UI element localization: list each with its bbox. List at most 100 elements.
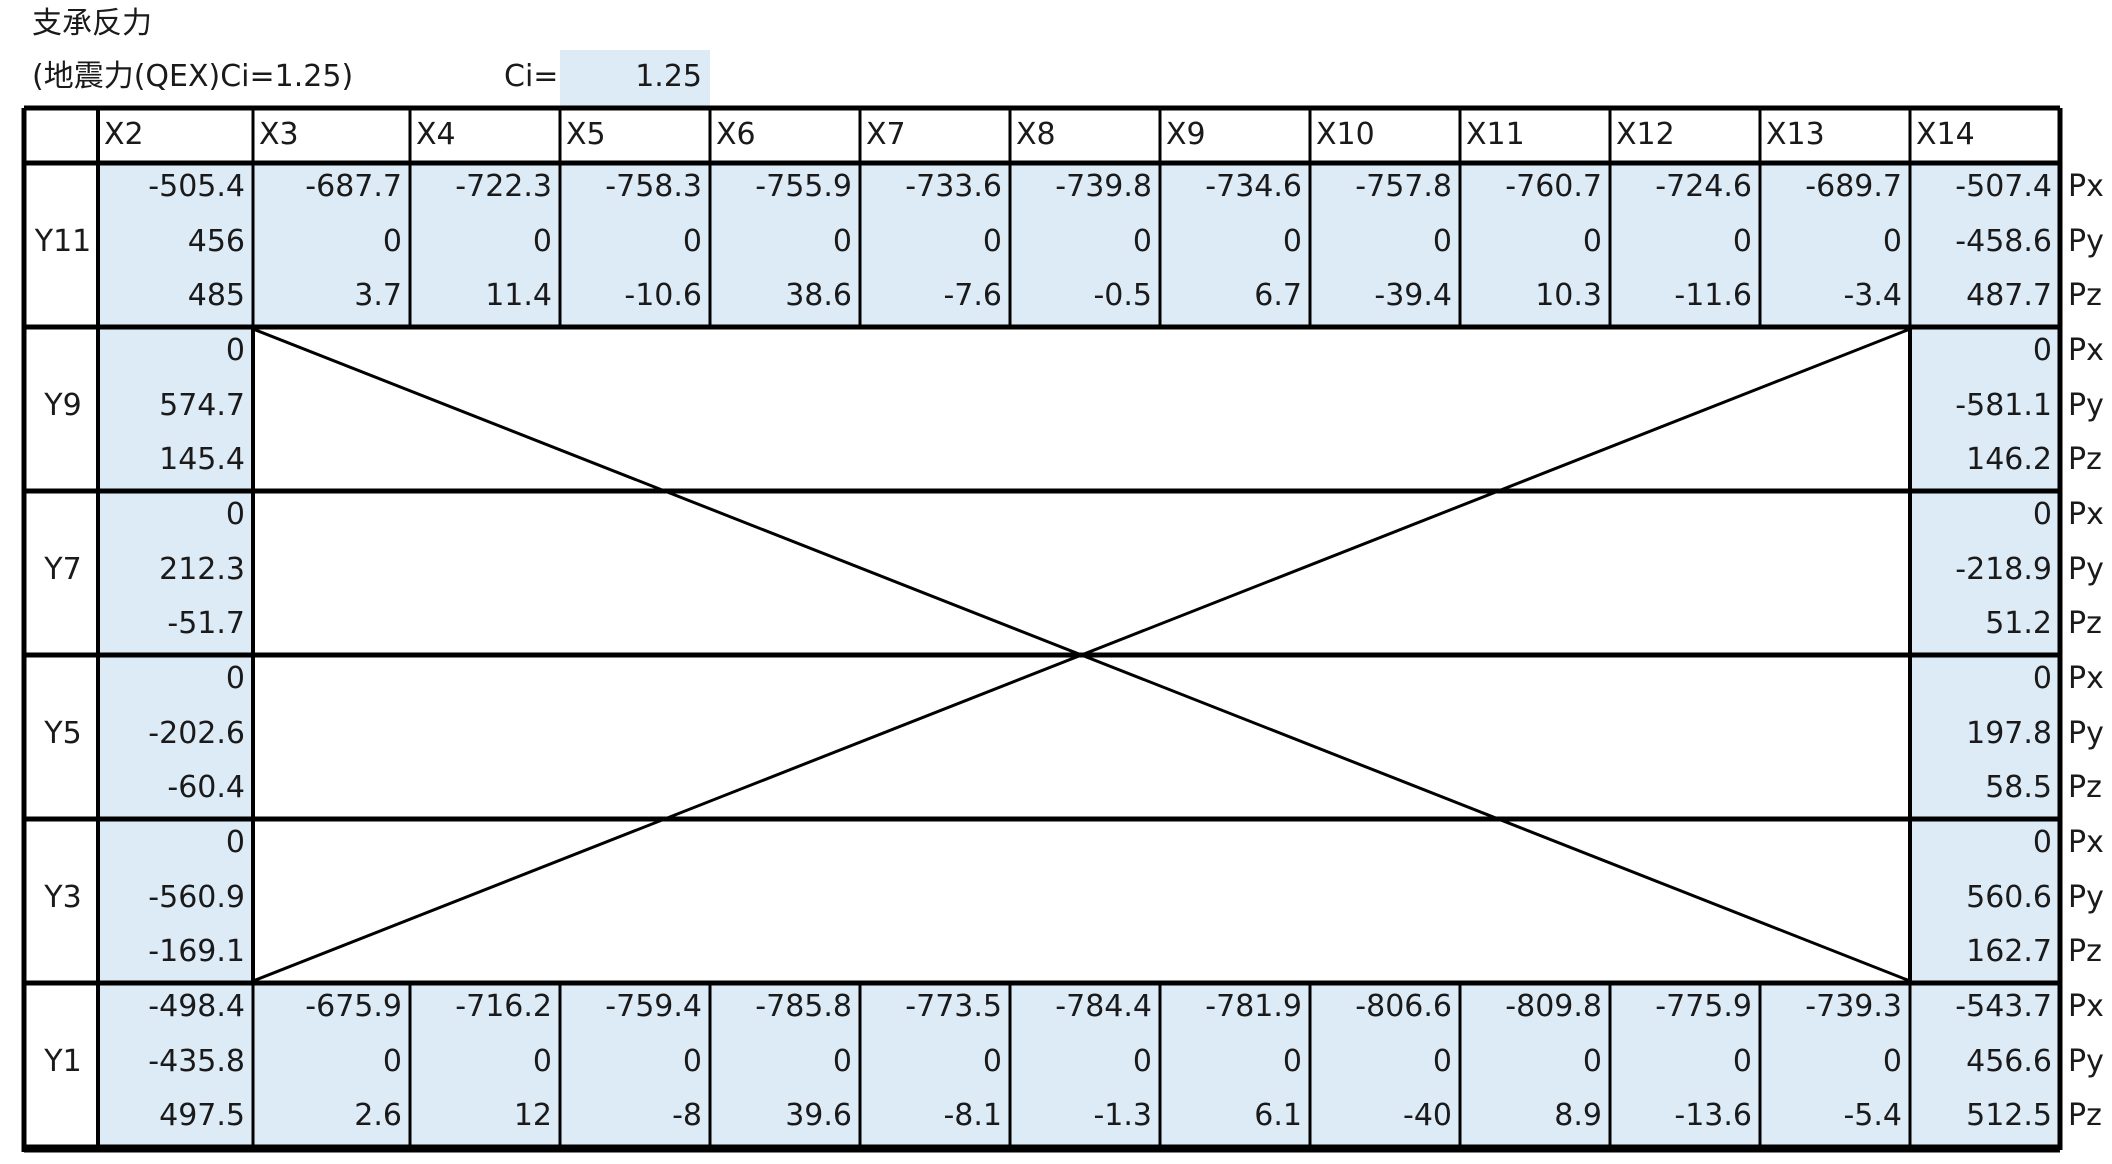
reaction-cell: -13.6: [1674, 1098, 1752, 1134]
reaction-cell: -757.8: [1355, 169, 1452, 204]
reaction-cell: 0: [225, 825, 245, 860]
reaction-cell: -755.9: [755, 169, 852, 204]
reaction-cell: -51.7: [167, 606, 245, 642]
unit-label-px: Px: [2068, 825, 2104, 860]
reaction-cell: -733.6: [905, 169, 1002, 204]
reaction-cell: 0: [1882, 1043, 1902, 1079]
reaction-cell: 12: [513, 1098, 552, 1134]
reaction-cell: -5.4: [1843, 1098, 1902, 1134]
reaction-cell: 38.6: [785, 278, 852, 314]
unit-label-px: Px: [2068, 497, 2104, 532]
reaction-cell: -11.6: [1674, 278, 1752, 314]
reaction-cell: -498.4: [148, 989, 245, 1024]
unit-label-pz: Pz: [2068, 770, 2102, 806]
ci-label: Ci=: [504, 59, 559, 94]
reaction-cell: -7.6: [943, 278, 1002, 314]
top_row-fill[interactable]: [98, 165, 2060, 325]
reaction-cell: 0: [2032, 333, 2052, 368]
reaction-cell: 197.8: [1966, 715, 2052, 751]
reaction-cell: 11.4: [485, 278, 552, 314]
column-header-x10: X10: [1316, 117, 1375, 152]
row-header-y3: Y3: [44, 879, 82, 915]
reaction-cell: -505.4: [148, 169, 245, 204]
column-header-x7: X7: [866, 117, 906, 152]
unit-label-py: Py: [2068, 551, 2104, 587]
reaction-cell: -507.4: [1955, 169, 2052, 204]
reaction-cell: 3.7: [354, 278, 402, 314]
side-right-fill[interactable]: [1910, 493, 2060, 653]
reaction-cell: -60.4: [167, 770, 245, 806]
side-right-fill[interactable]: [1910, 821, 2060, 981]
row-header-y9: Y9: [44, 387, 82, 423]
reaction-cell: 162.7: [1966, 934, 2052, 970]
bottom_row-fill[interactable]: [98, 985, 2060, 1145]
reaction-cell: -169.1: [148, 934, 245, 970]
reaction-cell: 0: [832, 223, 852, 259]
side-left-fill[interactable]: [98, 821, 253, 981]
reaction-cell: 51.2: [1985, 606, 2052, 642]
reaction-cell: -40: [1403, 1098, 1452, 1134]
reaction-cell: 146.2: [1966, 442, 2052, 478]
reaction-cell: 10.3: [1535, 278, 1602, 314]
reaction-cell: 0: [225, 497, 245, 532]
reaction-cell: -773.5: [905, 989, 1002, 1024]
side-right-fill[interactable]: [1910, 657, 2060, 817]
reaction-cell: -739.3: [1805, 989, 1902, 1024]
reaction-cell: -0.5: [1093, 278, 1152, 314]
unit-label-px: Px: [2068, 169, 2104, 204]
reaction-cell: -809.8: [1505, 989, 1602, 1024]
reaction-cell: 512.5: [1966, 1098, 2052, 1134]
reaction-cell: -10.6: [624, 278, 702, 314]
reaction-cell: -202.6: [148, 715, 245, 751]
side-left-fill[interactable]: [98, 329, 253, 489]
side-left-fill[interactable]: [98, 657, 253, 817]
side-left-fill[interactable]: [98, 493, 253, 653]
reaction-cell: -39.4: [1374, 278, 1452, 314]
reaction-cell: 0: [2032, 497, 2052, 532]
reaction-cell: 2.6: [354, 1098, 402, 1134]
reaction-cell: -775.9: [1655, 989, 1752, 1024]
reaction-cell: 6.1: [1254, 1098, 1302, 1134]
reaction-cell: 0: [982, 1043, 1002, 1079]
reaction-cell: -806.6: [1355, 989, 1452, 1024]
unit-label-pz: Pz: [2068, 442, 2102, 478]
reaction-cell: 0: [1132, 223, 1152, 259]
unit-label-py: Py: [2068, 715, 2104, 751]
reaction-cell: 0: [982, 223, 1002, 259]
column-header-x5: X5: [566, 117, 606, 152]
reaction-cell: -458.6: [1955, 223, 2052, 259]
column-header-x3: X3: [259, 117, 299, 152]
unit-label-pz: Pz: [2068, 606, 2102, 642]
reaction-cell: 0: [682, 1043, 702, 1079]
reaction-cell: -543.7: [1955, 989, 2052, 1024]
reaction-cell: 0: [1882, 223, 1902, 259]
reaction-cell: -784.4: [1055, 989, 1152, 1024]
reaction-cell: -760.7: [1505, 169, 1602, 204]
column-header-x2: X2: [104, 117, 144, 152]
reaction-cell: -687.7: [305, 169, 402, 204]
reaction-cell: 0: [2032, 661, 2052, 696]
reaction-cell: 0: [1582, 1043, 1602, 1079]
reaction-cell: -8.1: [943, 1098, 1002, 1134]
row-header-y7: Y7: [44, 551, 82, 587]
row-header-y11: Y11: [34, 223, 92, 259]
reaction-cell: 0: [382, 223, 402, 259]
column-header-x13: X13: [1766, 117, 1825, 152]
side-right-fill[interactable]: [1910, 329, 2060, 489]
reaction-cell: 0: [532, 223, 552, 259]
reaction-cell: -739.8: [1055, 169, 1152, 204]
reaction-cell: 58.5: [1985, 770, 2052, 806]
reaction-cell: 0: [1132, 1043, 1152, 1079]
reaction-cell: -8: [672, 1098, 702, 1134]
column-header-x6: X6: [716, 117, 756, 152]
row-header-y1: Y1: [44, 1043, 82, 1079]
reaction-cell: 574.7: [159, 387, 245, 423]
reaction-cell: 497.5: [159, 1098, 245, 1134]
reaction-cell: 0: [832, 1043, 852, 1079]
ci-value-cell[interactable]: [560, 50, 710, 106]
reaction-cell: -734.6: [1205, 169, 1302, 204]
reaction-cell: 456: [187, 223, 245, 259]
unit-label-px: Px: [2068, 333, 2104, 368]
reaction-cell: 0: [1282, 223, 1302, 259]
reaction-cell: 485: [187, 278, 245, 314]
